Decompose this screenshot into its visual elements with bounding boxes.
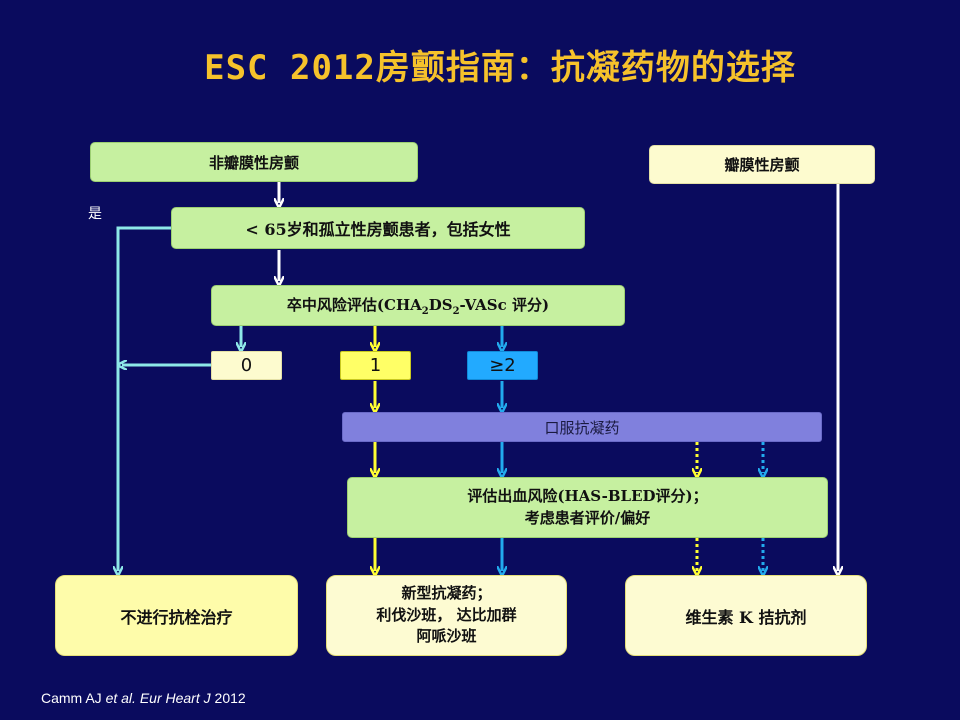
node-age-lt65-label: < 65岁和孤立性房颤患者，包括女性 <box>245 220 511 239</box>
score-1-label: 1 <box>369 355 382 376</box>
citation: Camm AJ et al. Eur Heart J 2012 <box>41 690 246 706</box>
result-no-antithrombotic-label: 不进行抗栓治疗 <box>120 607 233 627</box>
result-vka-label: 维生素 K 拮抗剂 <box>685 607 807 627</box>
slide-title: ESC 2012房颤指南：抗凝药物的选择 <box>204 48 796 88</box>
yes-label: 是 <box>88 206 102 222</box>
node-bleeding-risk: 评估出血风险(HAS-BLED评分)； 考虑患者评价/偏好 <box>347 477 828 538</box>
result-noac-line2: 利伐沙班， 达比加群 <box>376 605 517 624</box>
node-stroke-risk-label: 卒中风险评估(CHA2DS2-VASc 评分) <box>286 296 550 317</box>
score-0-label: 0 <box>240 355 253 376</box>
result-no-antithrombotic: 不进行抗栓治疗 <box>55 575 298 656</box>
score-1-box: 1 <box>340 351 411 380</box>
node-bleeding-risk-line2: 考虑患者评价/偏好 <box>524 508 651 527</box>
node-valvular-af-label: 瓣膜性房颤 <box>724 156 800 174</box>
node-non-valvular-af-label: 非瓣膜性房颤 <box>208 153 299 172</box>
result-noac-line3: 阿哌沙班 <box>416 627 477 646</box>
score-2-box: ≥2 <box>467 351 538 380</box>
node-oral-anticoagulant: 口服抗凝药 <box>342 412 822 442</box>
result-vka: 维生素 K 拮抗剂 <box>625 575 867 656</box>
node-stroke-risk: 卒中风险评估(CHA2DS2-VASc 评分) <box>211 285 625 326</box>
result-noac-line1: 新型抗凝药； <box>401 583 492 602</box>
node-oral-anticoagulant-label: 口服抗凝药 <box>544 418 620 437</box>
arrow-yes-to-no-treatment <box>118 226 171 571</box>
node-age-lt65: < 65岁和孤立性房颤患者，包括女性 <box>171 207 585 249</box>
node-non-valvular-af: 非瓣膜性房颤 <box>90 142 418 182</box>
node-bleeding-risk-line1: 评估出血风险(HAS-BLED评分)； <box>467 486 708 505</box>
score-0-box: 0 <box>211 351 282 380</box>
node-valvular-af: 瓣膜性房颤 <box>649 145 875 184</box>
score-2-label: ≥2 <box>489 355 516 376</box>
result-noac: 新型抗凝药； 利伐沙班， 达比加群 阿哌沙班 <box>326 575 567 656</box>
